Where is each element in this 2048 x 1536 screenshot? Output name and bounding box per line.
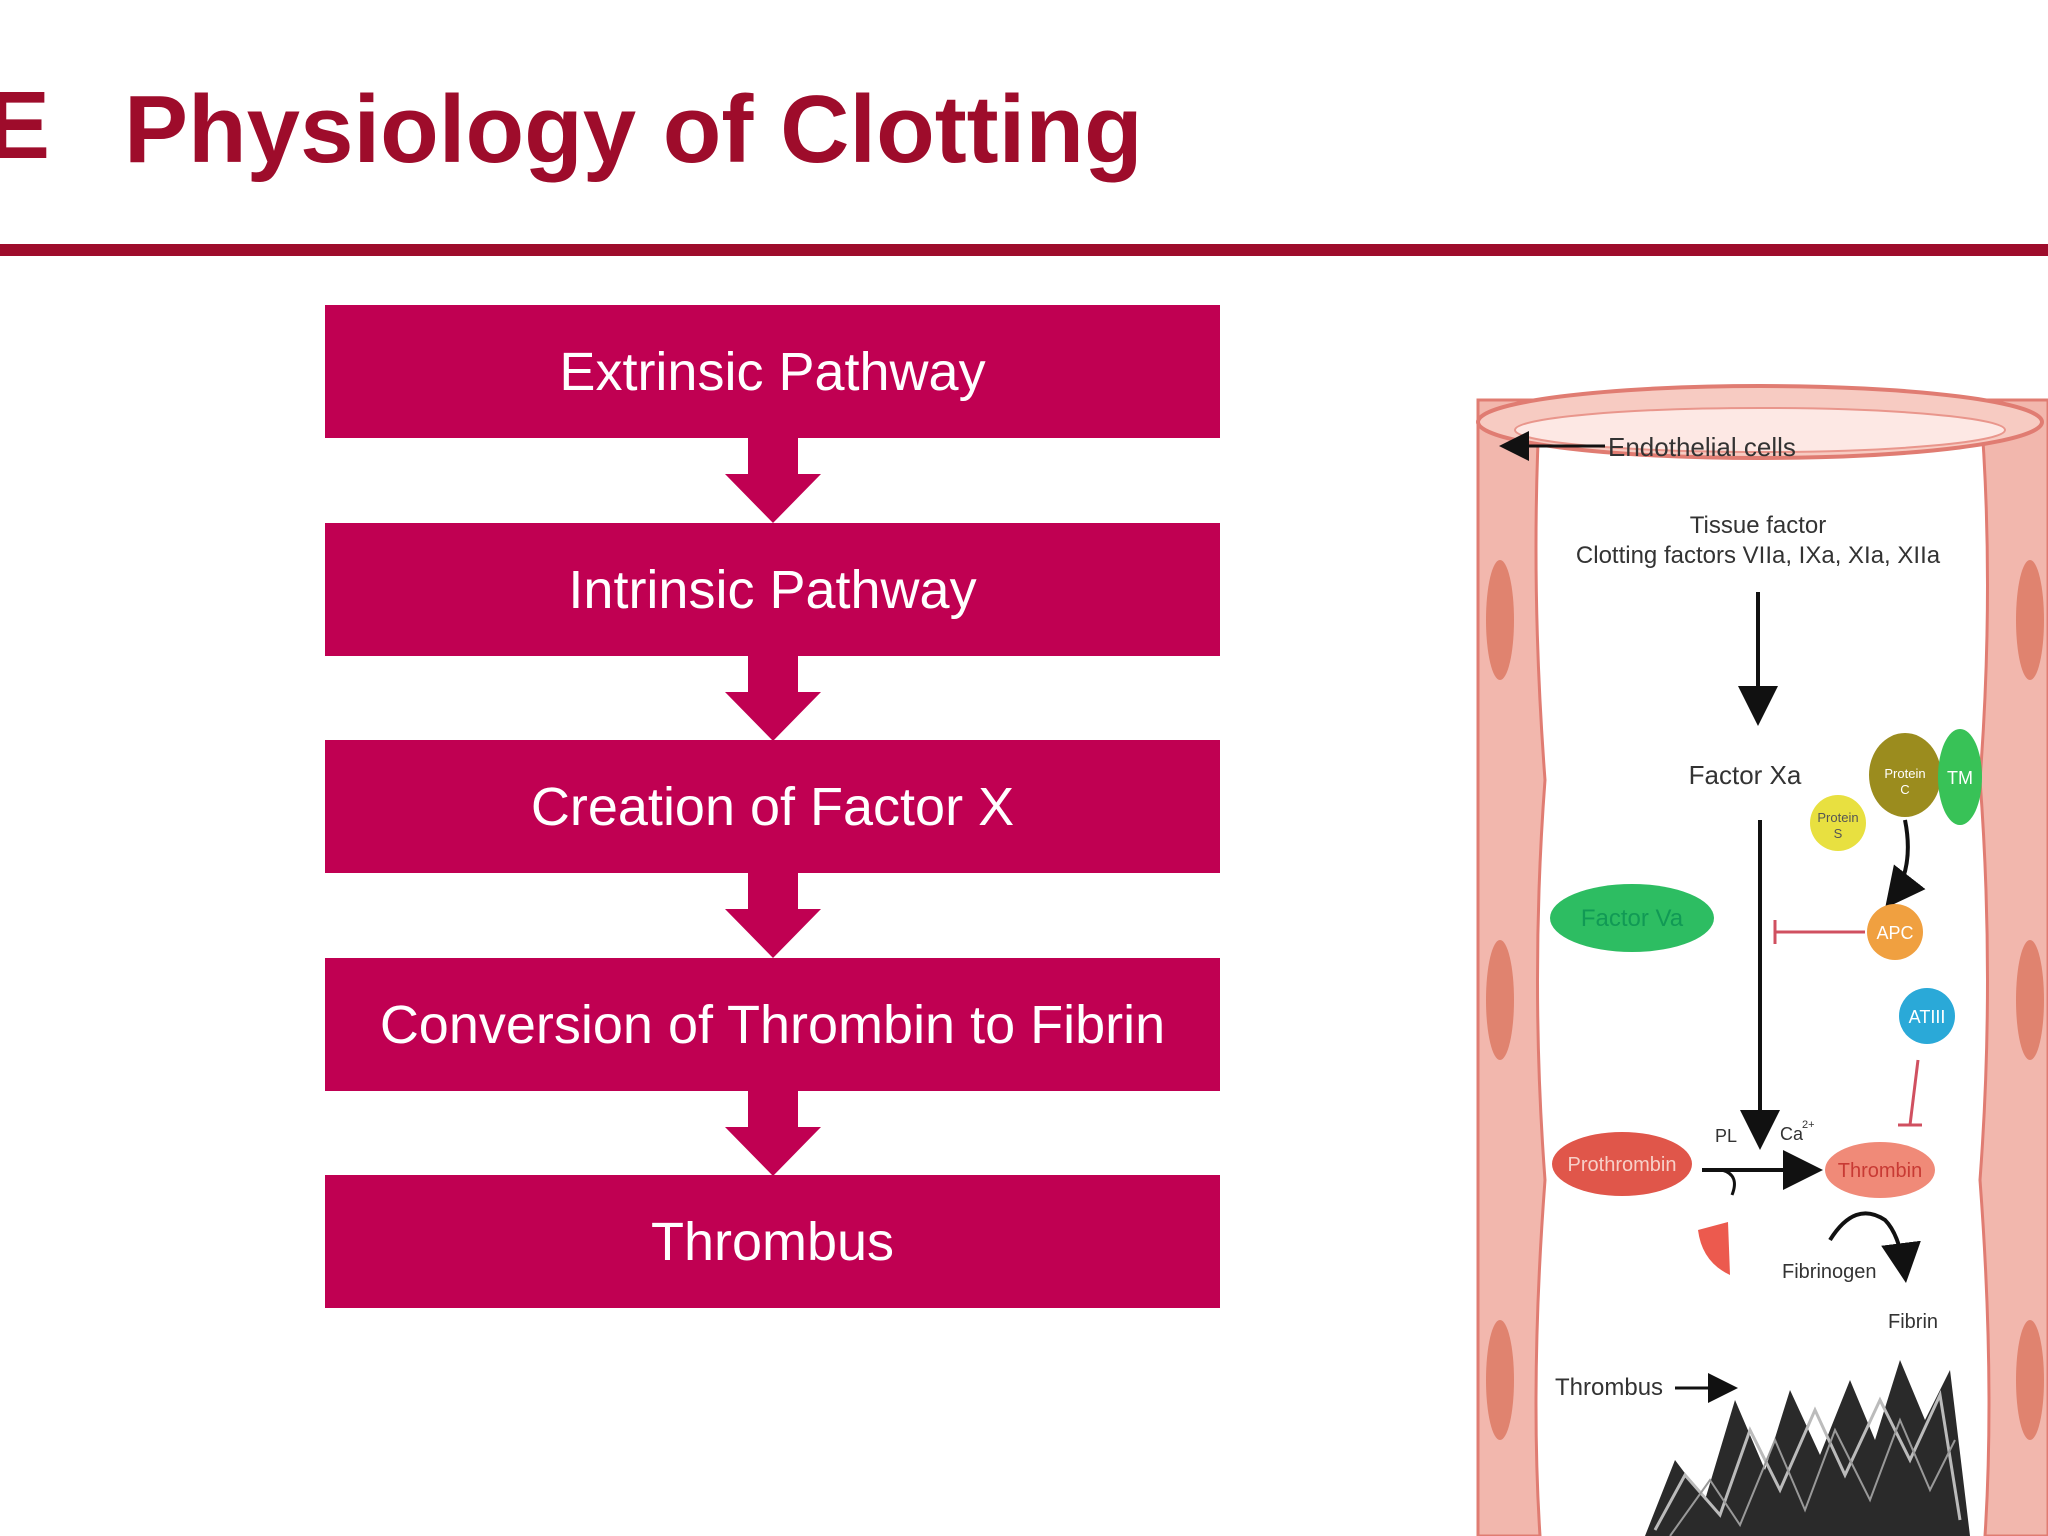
protein-c-label: Protein [1884,766,1925,781]
flow-arrow-3 [725,873,821,958]
fibrinogen-conversion-arrow [1828,1211,1921,1283]
atiii-icon [1899,988,1955,1044]
thrombin-label: Thrombin [1838,1160,1922,1182]
title-prefix: E [0,72,51,179]
flow-step-conversion-thrombin-fibrin: Conversion of Thrombin to Fibrin [325,958,1220,1091]
pl-label: PL [1715,1126,1737,1146]
fibrinogen-label: Fibrinogen [1782,1261,1877,1283]
apc-icon [1867,904,1923,960]
atiii-inhibition-line [1908,1059,1920,1126]
cleaved-fragment-icon [1698,1222,1730,1275]
tm-icon [1938,729,1982,825]
slide-title: Physiology of Clotting [124,76,1143,183]
protein-c-sublabel: C [1900,782,1909,797]
cleavage-arrow [1721,1168,1736,1196]
tissue-factor-label: Tissue factor [1690,512,1827,539]
protein-c-activation-arrow [1885,819,1926,909]
thrombus-mesh-icon [1645,1360,1970,1536]
clotting-factors-label: Clotting factors VIIa, IXa, XIa, XIIa [1576,542,1941,569]
flow-step-intrinsic-pathway: Intrinsic Pathway [325,523,1220,656]
flow-arrow-2 [725,656,821,741]
protein-s-label: Protein [1817,810,1858,825]
prothrombin-label: Prothrombin [1568,1154,1677,1176]
ca-superscript: 2+ [1802,1119,1815,1131]
flow-step-extrinsic-pathway: Extrinsic Pathway [325,305,1220,438]
flow-step-creation-of-factor-x: Creation of Factor X [325,740,1220,873]
blood-vessel-illustration: Endothelial cells Tissue factor Clotting… [1476,384,2048,1536]
factor-va-label: Factor Va [1581,905,1684,932]
apc-label: APC [1876,923,1913,943]
protein-s-icon [1810,795,1866,851]
factor-xa-label: Factor Xa [1689,760,1802,790]
prothrombin-icon [1552,1132,1692,1196]
flow-arrow-4 [725,1091,821,1176]
protein-c-icon [1869,733,1941,817]
atiii-label: ATIII [1909,1007,1946,1027]
factor-va-icon [1550,884,1714,952]
ca-label: Ca [1780,1124,1804,1144]
vessel-wall [1476,384,2048,1536]
title-divider [0,244,2048,256]
flow-step-thrombus: Thrombus [325,1175,1220,1308]
protein-s-sublabel: S [1834,826,1843,841]
tm-label: TM [1947,768,1973,788]
endothelial-cells-label: Endothelial cells [1608,432,1796,462]
thrombin-icon [1825,1142,1935,1198]
flow-arrow-1 [725,438,821,523]
thrombus-label: Thrombus [1555,1374,1663,1401]
fibrin-label: Fibrin [1888,1311,1938,1333]
